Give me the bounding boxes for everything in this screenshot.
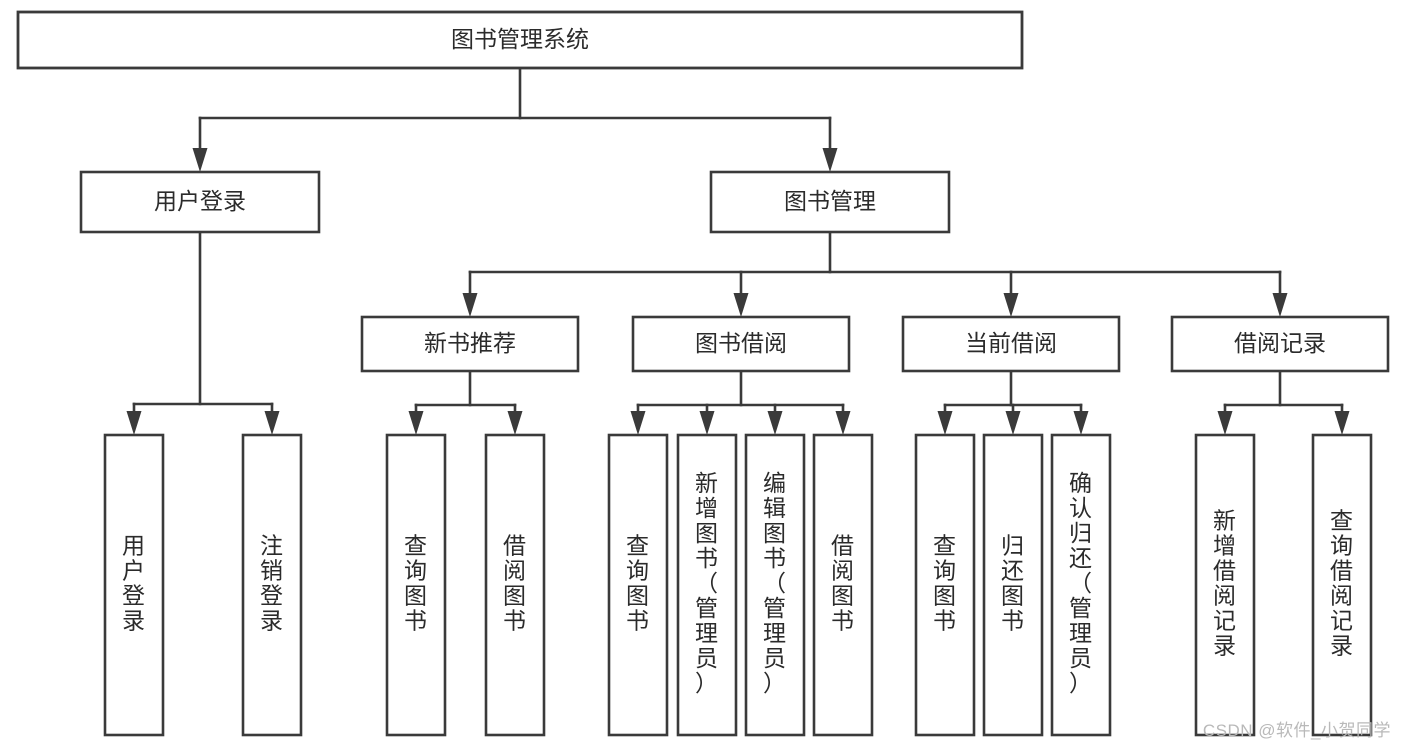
node-box-leaf-add-record[interactable]: [1194, 433, 1256, 737]
arrow-head-leaf-query-record: [1334, 411, 1350, 435]
node-box-borrow-record[interactable]: [1170, 315, 1390, 373]
node-box-leaf-confirm-return[interactable]: [1050, 433, 1112, 737]
node-box-user-login[interactable]: [79, 170, 321, 234]
node-box-leaf-borrow-book-2[interactable]: [812, 433, 874, 737]
node-label-leaf-borrow-book-2: 借阅图书: [831, 533, 855, 634]
node-label-leaf-query-book-2: 查询图书: [626, 533, 650, 634]
node-box-current-borrow[interactable]: [901, 315, 1121, 373]
node-label-leaf-return-book: 归还图书: [1001, 533, 1025, 634]
edges-layer: [126, 66, 1350, 435]
arrow-head-leaf-borrow-book-1: [507, 411, 523, 435]
node-box-book-manage[interactable]: [709, 170, 951, 234]
node-label-leaf-query-book-3: 查询图书: [933, 533, 957, 634]
node-box-leaf-query-book-2[interactable]: [607, 433, 669, 737]
node-label-new-book-recommend: 新书推荐: [424, 330, 516, 356]
node-root[interactable]: 图书管理系统: [16, 10, 1024, 70]
node-box-book-borrow[interactable]: [631, 315, 851, 373]
arrow-head-leaf-query-book-2: [630, 411, 646, 435]
arrow-head-book-manage: [822, 148, 838, 172]
node-leaf-return-book[interactable]: 归还图书: [982, 433, 1044, 737]
node-leaf-borrow-book-2[interactable]: 借阅图书: [812, 433, 874, 737]
arrow-head-current-borrow: [1003, 293, 1019, 317]
node-new-book-recommend[interactable]: 新书推荐: [360, 315, 580, 373]
arrow-head-leaf-query-book-3: [937, 411, 953, 435]
arrow-head-borrow-record: [1272, 293, 1288, 317]
arrow-head-leaf-confirm-return: [1073, 411, 1089, 435]
node-label-book-borrow: 图书借阅: [695, 330, 787, 356]
arrow-head-leaf-borrow-book-2: [835, 411, 851, 435]
node-borrow-record[interactable]: 借阅记录: [1170, 315, 1390, 373]
node-leaf-query-book-3[interactable]: 查询图书: [914, 433, 976, 737]
node-label-leaf-query-book-1: 查询图书: [404, 533, 428, 634]
node-label-leaf-confirm-return: 确认归还（管理员）: [1069, 470, 1093, 696]
node-label-leaf-add-record: 新增借阅记录: [1213, 508, 1237, 659]
node-leaf-query-book-1[interactable]: 查询图书: [385, 433, 447, 737]
arrow-head-leaf-user-login: [126, 411, 142, 435]
node-box-leaf-logout[interactable]: [241, 433, 303, 737]
node-box-leaf-query-book-3[interactable]: [914, 433, 976, 737]
node-box-leaf-query-record[interactable]: [1311, 433, 1373, 737]
node-label-current-borrow: 当前借阅: [965, 330, 1057, 356]
arrow-head-leaf-query-book-1: [408, 411, 424, 435]
node-box-leaf-borrow-book-1[interactable]: [484, 433, 546, 737]
node-leaf-query-record[interactable]: 查询借阅记录: [1311, 433, 1373, 737]
node-label-leaf-query-record: 查询借阅记录: [1330, 508, 1354, 659]
arrow-head-leaf-add-record: [1217, 411, 1233, 435]
node-label-user-login: 用户登录: [154, 188, 246, 214]
nodes-layer: 图书管理系统用户登录图书管理新书推荐图书借阅当前借阅借阅记录用户登录注销登录查询…: [16, 10, 1390, 737]
arrow-head-leaf-add-book: [699, 411, 715, 435]
node-leaf-add-record[interactable]: 新增借阅记录: [1194, 433, 1256, 737]
node-current-borrow[interactable]: 当前借阅: [901, 315, 1121, 373]
node-label-leaf-edit-book: 编辑图书（管理员）: [763, 470, 787, 696]
node-leaf-logout[interactable]: 注销登录: [241, 433, 303, 737]
node-box-leaf-return-book[interactable]: [982, 433, 1044, 737]
node-box-new-book-recommend[interactable]: [360, 315, 580, 373]
arrow-head-user-login: [192, 148, 208, 172]
node-book-borrow[interactable]: 图书借阅: [631, 315, 851, 373]
node-leaf-user-login[interactable]: 用户登录: [103, 433, 165, 737]
node-leaf-borrow-book-1[interactable]: 借阅图书: [484, 433, 546, 737]
node-label-leaf-add-book: 新增图书（管理员）: [695, 470, 719, 696]
node-box-leaf-query-book-1[interactable]: [385, 433, 447, 737]
node-leaf-add-book[interactable]: 新增图书（管理员）: [676, 433, 738, 737]
node-label-borrow-record: 借阅记录: [1234, 330, 1326, 356]
arrow-head-new-book-recommend: [462, 293, 478, 317]
arrow-head-leaf-edit-book: [767, 411, 783, 435]
node-leaf-query-book-2[interactable]: 查询图书: [607, 433, 669, 737]
arrow-head-leaf-return-book: [1005, 411, 1021, 435]
node-box-leaf-user-login[interactable]: [103, 433, 165, 737]
node-label-leaf-borrow-book-1: 借阅图书: [503, 533, 527, 634]
node-leaf-confirm-return[interactable]: 确认归还（管理员）: [1050, 433, 1112, 737]
arrow-head-book-borrow: [733, 293, 749, 317]
node-leaf-edit-book[interactable]: 编辑图书（管理员）: [744, 433, 806, 737]
node-box-leaf-add-book[interactable]: [676, 433, 738, 737]
node-user-login[interactable]: 用户登录: [79, 170, 321, 234]
node-label-leaf-user-login: 用户登录: [122, 533, 146, 634]
node-box-root[interactable]: [16, 10, 1024, 70]
node-box-leaf-edit-book[interactable]: [744, 433, 806, 737]
arrow-head-leaf-logout: [264, 411, 280, 435]
node-label-leaf-logout: 注销登录: [260, 533, 284, 634]
node-label-book-manage: 图书管理: [784, 188, 876, 214]
node-label-root: 图书管理系统: [451, 26, 589, 52]
node-book-manage[interactable]: 图书管理: [709, 170, 951, 234]
